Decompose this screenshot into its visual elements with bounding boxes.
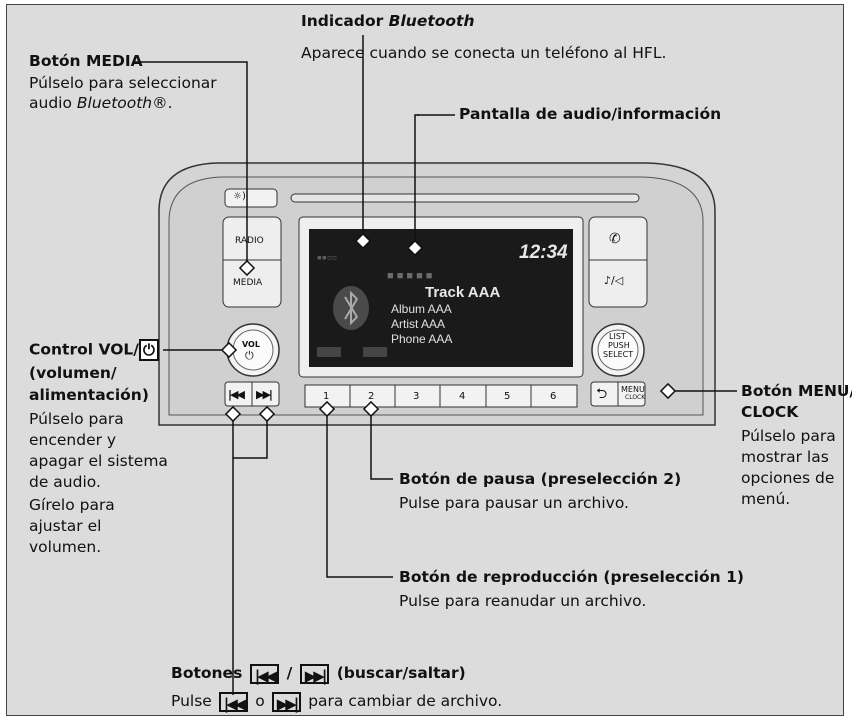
- next-track-glyph-icon-2: ▶▶|: [271, 691, 302, 713]
- pause-callout-title: Botón de pausa (preselección 2): [399, 470, 682, 488]
- media-button[interactable]: MEDIA: [233, 278, 263, 288]
- preset-5[interactable]: 5: [504, 391, 511, 402]
- vol-label: VOL: [242, 340, 260, 349]
- power-glyph-icon: ⏻: [138, 339, 159, 361]
- prev-icon[interactable]: |◀◀: [228, 388, 245, 401]
- lcd-track: Track AAA: [425, 284, 501, 301]
- prev-track-glyph-icon-2: |◀◀: [218, 691, 249, 713]
- vol-callout-desc-3: de audio.: [29, 473, 101, 491]
- vol-callout-title-line2: (volumen/: [29, 364, 117, 382]
- bluetooth-callout-title: Indicador Bluetooth: [301, 12, 475, 30]
- preset-row: [304, 384, 578, 408]
- prev-track-glyph-icon: |◀◀: [249, 663, 280, 685]
- brightness-button: [224, 188, 278, 208]
- media-callout-line1: Púlselo para seleccionar: [29, 74, 217, 92]
- vol-callout-title: Control VOL/⏻: [29, 339, 159, 361]
- menu-callout-title: Botón MENU/: [741, 382, 852, 400]
- vol-callout-desc-0: Púlselo para: [29, 410, 124, 428]
- lcd-album: Album AAA: [391, 302, 452, 316]
- audio-unit-illustration: ▪▪▫▫ ■ ■ ■ ■ ■: [135, 35, 737, 695]
- menu-callout-title-line2: CLOCK: [741, 403, 799, 421]
- next-icon[interactable]: ▶▶|: [256, 388, 273, 401]
- menu-callout-desc-1: mostrar las: [741, 448, 829, 466]
- menu-label[interactable]: MENU: [621, 385, 645, 394]
- next-track-glyph-icon: ▶▶|: [299, 663, 330, 685]
- select-label: SELECT: [603, 350, 634, 359]
- pause-callout-desc: Pulse para pausar un archivo.: [399, 494, 629, 512]
- callout-lines: [135, 35, 737, 695]
- back-icon[interactable]: ⮌: [596, 386, 608, 402]
- bluetooth-callout-desc: Aparece cuando se conecta un teléfono al…: [301, 44, 667, 62]
- svg-text:▪▪▫▫: ▪▪▫▫: [317, 249, 337, 265]
- music-icon[interactable]: ♪/◁: [604, 274, 624, 287]
- preset-2[interactable]: 2: [368, 391, 375, 402]
- right-button-column: [588, 216, 648, 308]
- seek-callout-title: Botones |◀◀ / ▶▶| (buscar/saltar): [171, 663, 466, 685]
- list-label: LIST: [609, 332, 626, 341]
- lcd-artist: Artist AAA: [391, 317, 446, 331]
- cd-slot: [290, 193, 640, 203]
- preset-3[interactable]: 3: [413, 391, 420, 402]
- callout-markers: [220, 232, 677, 423]
- lcd-phone: Phone AAA: [391, 332, 453, 346]
- vol-callout-desc-4: Gírelo para: [29, 496, 115, 514]
- left-button-column: [222, 216, 282, 308]
- clock-label: CLOCK: [625, 394, 646, 401]
- vol-callout-desc-2: apagar el sistema: [29, 452, 168, 470]
- preset-6[interactable]: 6: [550, 391, 557, 402]
- vol-callout-desc-5: ajustar el: [29, 517, 102, 535]
- play-callout-title: Botón de reproducción (preselección 1): [399, 568, 744, 586]
- vol-callout-title-line3: alimentación): [29, 386, 149, 404]
- push-label: PUSH: [608, 341, 630, 350]
- preset-4[interactable]: 4: [459, 391, 466, 402]
- menu-callout-desc-3: menú.: [741, 490, 791, 508]
- brightness-symbol[interactable]: ☼): [233, 191, 246, 202]
- vol-callout-desc-1: encender y: [29, 431, 117, 449]
- vol-callout-desc-6: volumen.: [29, 538, 102, 556]
- media-callout-title: Botón MEDIA: [29, 52, 143, 70]
- lcd-clock: 12:34: [519, 242, 568, 263]
- phone-icon[interactable]: ✆: [609, 231, 621, 247]
- preset-1[interactable]: 1: [323, 391, 330, 402]
- menu-callout-desc-2: opciones de: [741, 469, 835, 487]
- svg-text:■ ■ ■ ■ ■: ■ ■ ■ ■ ■: [387, 270, 432, 282]
- media-callout-line2: audio Bluetooth®.: [29, 94, 173, 112]
- play-callout-desc: Pulse para reanudar un archivo.: [399, 592, 647, 610]
- radio-button[interactable]: RADIO: [235, 236, 264, 246]
- menu-callout-desc-0: Púlselo para: [741, 427, 836, 445]
- diagram-panel: ▪▪▫▫ ■ ■ ■ ■ ■: [6, 4, 852, 716]
- power-icon[interactable]: ⏻: [245, 349, 254, 362]
- display-callout-title: Pantalla de audio/información: [459, 105, 722, 123]
- seek-callout-desc: Pulse |◀◀ o ▶▶| para cambiar de archivo.: [171, 691, 503, 713]
